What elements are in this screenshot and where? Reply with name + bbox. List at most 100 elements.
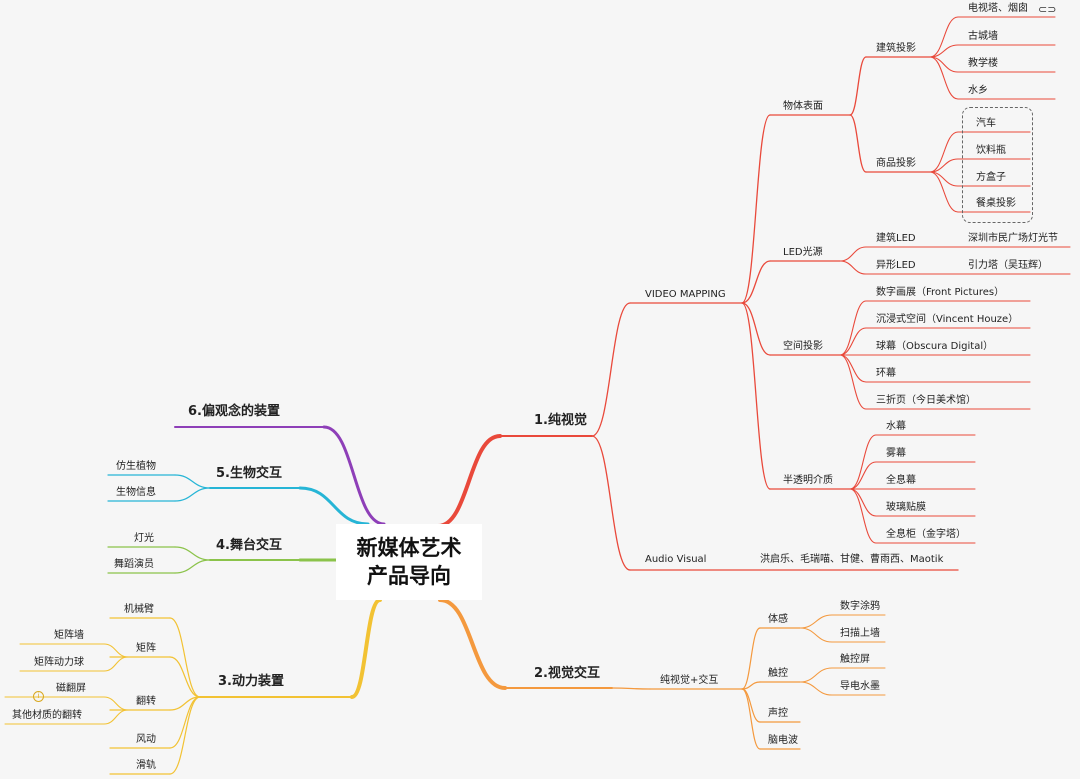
leaf-conductive-ink[interactable]: 导电水墨 [840, 681, 880, 692]
leaf-holo-screen[interactable]: 全息幕 [886, 475, 916, 486]
leaf-magnetic-flip-screen[interactable]: 磁翻屏 [56, 683, 86, 694]
connector-line [169, 696, 201, 775]
connector-line [741, 681, 761, 690]
root-title-line2: 产品导向 [367, 564, 451, 588]
leaf-ring-screen[interactable]: 环幕 [876, 368, 896, 379]
connector-line [103, 709, 129, 725]
leaf-car[interactable]: 汽车 [976, 118, 996, 129]
connector-line [929, 16, 959, 58]
connector-line [849, 461, 877, 490]
connector-line [103, 643, 129, 658]
connector-line [169, 617, 201, 698]
leaf-holo-cabinet[interactable]: 全息柜（金字塔） [886, 529, 966, 540]
connector-line [103, 696, 129, 711]
node-voice-control[interactable]: 声控 [768, 708, 788, 719]
node-product-projection[interactable]: 商品投影 [876, 158, 916, 169]
leaf-box[interactable]: 方盒子 [976, 172, 1006, 183]
node-robot-arm[interactable]: 机械臂 [124, 604, 154, 615]
node-touch[interactable]: 触控 [768, 668, 788, 679]
connector-line [839, 354, 867, 410]
leaf-matrix-wall[interactable]: 矩阵墙 [54, 630, 84, 641]
connector-line [611, 687, 651, 690]
connector-line [741, 260, 771, 304]
branch-stage-interaction[interactable]: 4.舞台交互 [216, 538, 282, 553]
connector-line [839, 260, 867, 275]
leaf-tv-tower[interactable]: 电视塔、烟囱 [968, 3, 1028, 14]
node-led[interactable]: LED光源 [783, 247, 823, 258]
leaf-lighting[interactable]: 灯光 [134, 533, 154, 544]
leaf-digital-graffiti[interactable]: 数字涂鸦 [840, 601, 880, 612]
node-visual-plus-interaction[interactable]: 纯视觉+交互 [660, 675, 719, 686]
branch-visual-interaction[interactable]: 2.视觉交互 [534, 666, 600, 681]
leaf-other-material-flip[interactable]: 其他材质的翻转 [12, 710, 82, 721]
connector-line [839, 300, 867, 356]
leaf-teaching-building[interactable]: 教学楼 [968, 58, 998, 69]
connector-line [799, 627, 833, 643]
connector-line [929, 158, 959, 173]
node-space-projection[interactable]: 空间投影 [783, 341, 823, 352]
connector-line [849, 434, 877, 490]
branch-conceptual-installation[interactable]: 6.偏观念的装置 [188, 404, 280, 419]
leaf-matrix-kinetic-ball[interactable]: 矩阵动力球 [34, 657, 84, 668]
branch-pure-visual[interactable]: 1.纯视觉 [534, 413, 587, 428]
leaf-water-screen[interactable]: 水幕 [886, 421, 906, 432]
leaf-water-town[interactable]: 水乡 [968, 85, 988, 96]
branch-kinetic-installation[interactable]: 3.动力装置 [218, 674, 284, 689]
node-brainwave[interactable]: 脑电波 [768, 735, 798, 746]
leaf-city-wall[interactable]: 古城墙 [968, 31, 998, 42]
connector-line [591, 435, 631, 571]
connector-line [799, 667, 833, 683]
leaf-dome[interactable]: 球幕（Obscura Digital） [876, 341, 994, 352]
connector-line [839, 327, 867, 356]
leaf-fog-screen[interactable]: 雾幕 [886, 448, 906, 459]
connector-line [929, 171, 959, 213]
node-motion-sensing[interactable]: 体感 [768, 614, 788, 625]
leaf-gravity-tower[interactable]: 引力塔（吴珏辉） [968, 260, 1048, 271]
leaf-dancer[interactable]: 舞蹈演员 [114, 559, 154, 570]
branch-connector-1 [436, 434, 502, 528]
connector-line [174, 474, 211, 489]
connector-line [929, 171, 959, 187]
connector-line [929, 131, 959, 173]
node-slide-rail[interactable]: 滑轨 [136, 760, 156, 771]
connector-line [741, 302, 771, 490]
node-video-mapping[interactable]: VIDEO MAPPING [645, 289, 726, 300]
connector-line [839, 246, 867, 262]
node-shaped-led[interactable]: 异形LED [876, 260, 916, 271]
leaf-bottle[interactable]: 饮料瓶 [976, 145, 1006, 156]
node-matrix[interactable]: 矩阵 [136, 643, 156, 654]
leaf-touch-screen[interactable]: 触控屏 [840, 654, 870, 665]
node-object-surface[interactable]: 物体表面 [783, 101, 823, 112]
leaf-glass-film[interactable]: 玻璃贴膜 [886, 502, 926, 513]
leaf-table-projection[interactable]: 餐桌投影 [976, 198, 1016, 209]
node-wind-driven[interactable]: 风动 [136, 734, 156, 745]
connector-line [741, 302, 771, 356]
leaf-immersive-space[interactable]: 沉浸式空间（Vincent Houze） [876, 314, 1019, 325]
leaf-triptych[interactable]: 三折页（今日美术馆） [876, 395, 976, 406]
leaf-audio-visual-artists[interactable]: 洪启乐、毛瑞喵、甘健、曹雨西、Maotik [760, 554, 944, 565]
node-building-led[interactable]: 建筑LED [876, 233, 916, 244]
leaf-bionic-plant[interactable]: 仿生植物 [116, 461, 156, 472]
connector-line [849, 114, 867, 173]
node-building-projection[interactable]: 建筑投影 [876, 43, 916, 54]
link-icon[interactable]: ⊂⊃ [1038, 3, 1057, 16]
connector-line [799, 614, 833, 629]
connector-line [169, 696, 201, 749]
node-audio-visual[interactable]: Audio Visual [645, 554, 707, 565]
node-translucent[interactable]: 半透明介质 [783, 475, 833, 486]
branch-connector-6 [322, 425, 386, 526]
info-marker-icon[interactable]: i [33, 691, 44, 702]
root-node[interactable]: 新媒体艺术 产品导向 [336, 524, 482, 600]
connector-line [839, 354, 867, 383]
leaf-shenzhen-festival[interactable]: 深圳市民广场灯光节 [968, 233, 1058, 244]
leaf-bio-information[interactable]: 生物信息 [116, 487, 156, 498]
connector-line [849, 56, 867, 116]
connector-line [103, 656, 129, 672]
leaf-digital-painting[interactable]: 数字画展（Front Pictures） [876, 287, 1005, 298]
leaf-scan-to-wall[interactable]: 扫描上墙 [840, 628, 880, 639]
connector-line [174, 559, 211, 574]
node-flip[interactable]: 翻转 [136, 696, 156, 707]
branch-bio-interaction[interactable]: 5.生物交互 [216, 466, 282, 481]
connector-line [174, 487, 211, 502]
